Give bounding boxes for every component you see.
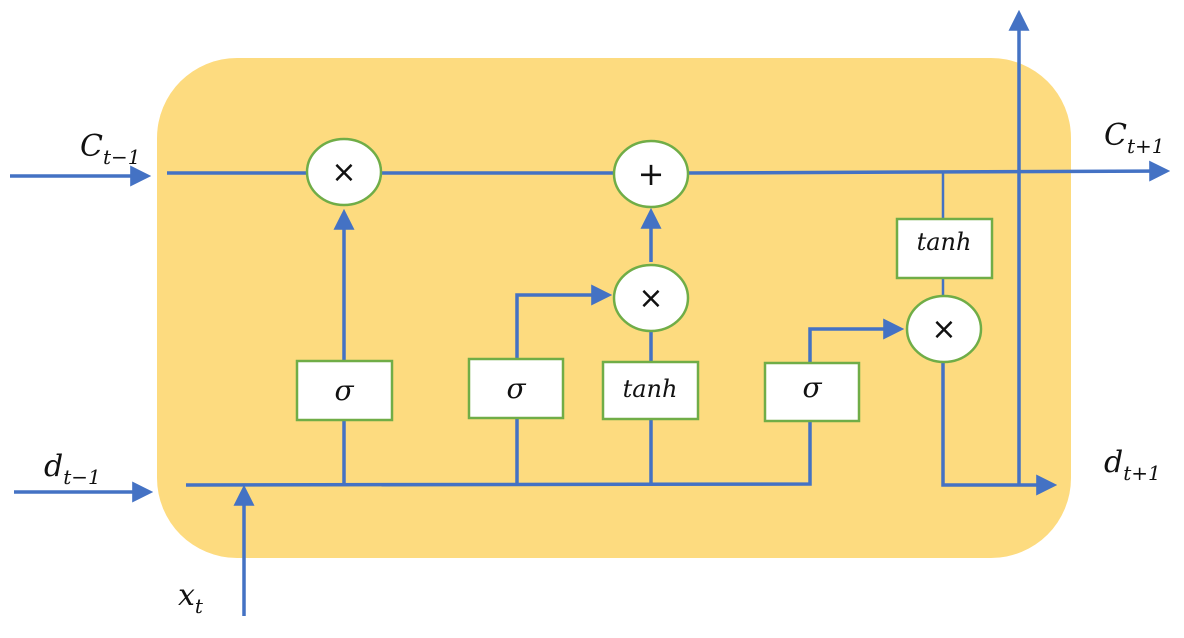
output-gate-box: σ [763,361,861,423]
sigma-label: σ [334,374,354,407]
output-tanh-box: tanh [895,217,994,280]
c-prev-base: C [80,129,103,164]
candidate-tanh-box: tanh [601,360,700,421]
cell-body [157,58,1071,558]
output-multiply-node: × [905,294,983,364]
x-sub: t [195,594,204,618]
multiply-symbol: × [331,155,356,190]
d-prev-label: dt−1 [44,449,101,489]
multiply-symbol: × [638,281,663,316]
x-input-label: xt [178,578,204,618]
d-prev-base: d [44,449,63,484]
sigma-label: σ [802,371,822,404]
input-gate-box: σ [467,357,565,420]
x-base: x [178,578,195,613]
input-gate-arrow [515,284,613,359]
c-next-base: C [1104,118,1127,153]
d-next-output-arrow [941,362,1058,496]
d-next-label: dt+1 [1104,445,1161,485]
c-next-label: Ct+1 [1104,118,1165,158]
add-node: + [612,139,690,209]
c-next-output-arrow [688,160,1171,182]
hidden-state-bus [185,420,812,487]
c-next-sub: t+1 [1127,134,1165,158]
d-prev-sub: t−1 [63,465,101,489]
tanh-label: tanh [917,228,972,256]
c-prev-sub: t−1 [103,145,141,169]
output-gate-arrow [808,318,905,363]
forget-gate-box: σ [295,359,394,422]
forget-multiply-node: × [305,137,383,207]
c-prev-label: Ct−1 [80,129,141,169]
tanh-label: tanh [623,375,678,403]
input-multiply-node: × [612,263,690,333]
multiply-symbol: × [931,312,956,347]
sigma-label: σ [506,372,526,405]
add-symbol: + [638,155,665,193]
d-next-base: d [1104,445,1123,480]
d-next-sub: t+1 [1123,461,1161,485]
